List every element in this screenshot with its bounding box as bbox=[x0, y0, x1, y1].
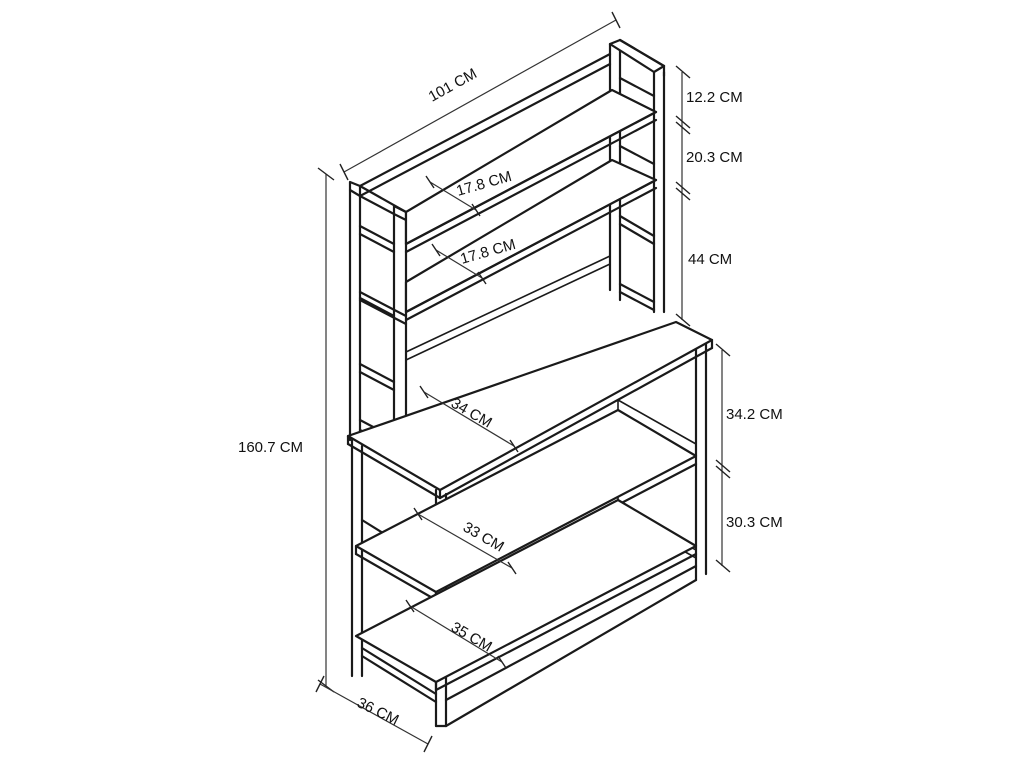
middle-shelf bbox=[354, 408, 698, 594]
label-second-gap: 20.3 CM bbox=[686, 149, 743, 166]
label-total-height: 160.7 CM bbox=[238, 439, 303, 456]
dimension-lines bbox=[315, 11, 731, 753]
second-hutch-shelf bbox=[404, 158, 658, 314]
label-total-width: 101 CM bbox=[426, 65, 480, 105]
bottom-shelf bbox=[354, 498, 698, 684]
label-base-depth: 36 CM bbox=[354, 694, 401, 729]
label-lower-gap: 30.3 CM bbox=[726, 514, 783, 531]
label-top-gap: 12.2 CM bbox=[686, 89, 743, 106]
label-hutch-height: 44 CM bbox=[688, 251, 732, 268]
label-desk-gap: 34.2 CM bbox=[726, 406, 783, 423]
